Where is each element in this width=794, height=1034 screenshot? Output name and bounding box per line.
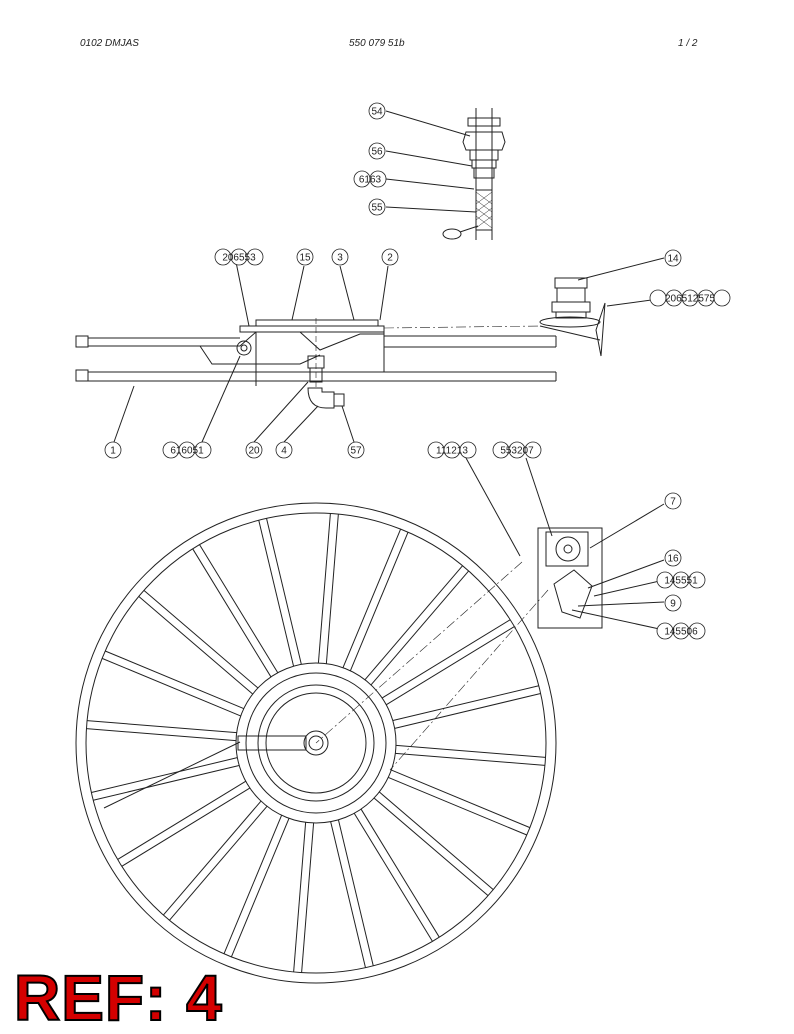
- wheel-spoke: [396, 744, 546, 758]
- wheel-spoke: [104, 650, 244, 710]
- callout-label: 15: [299, 253, 311, 264]
- callout-57: 57: [347, 441, 365, 459]
- wheel-spoke: [388, 776, 528, 836]
- wheel-spoke: [258, 520, 295, 667]
- callout-145551: 145551: [656, 571, 706, 589]
- callout-label: 616051: [170, 446, 204, 457]
- callout-2: 2: [381, 248, 399, 266]
- callout-label: 57: [350, 446, 362, 457]
- wheel-spoke: [386, 626, 515, 706]
- callout-9: 9: [664, 594, 682, 612]
- wheel-spoke: [330, 821, 366, 968]
- wheel-spoke: [223, 815, 283, 955]
- hose-assembly: [385, 108, 506, 240]
- callout-label: 3: [337, 253, 343, 264]
- wheel-spoke: [392, 685, 539, 722]
- callout-14: 14: [664, 249, 682, 267]
- callout-label: 55: [371, 203, 383, 214]
- header-page: 1 / 2: [678, 38, 698, 49]
- callout-145506: 145506: [656, 622, 706, 640]
- callout-label: 553207: [500, 446, 534, 457]
- wheel-spoke: [342, 528, 402, 668]
- reel-side-view: [75, 257, 667, 443]
- wheel-spoke: [370, 570, 470, 686]
- wheel-spoke: [192, 548, 272, 678]
- callout-4: 4: [275, 441, 293, 459]
- wheel-spoke: [143, 589, 259, 689]
- wheel-spoke: [364, 565, 463, 680]
- wheel-spoke: [86, 728, 236, 742]
- callout-label: 145551: [664, 576, 698, 587]
- callout-6163: 6163: [353, 170, 387, 188]
- wheel-spoke: [266, 518, 302, 665]
- callout-7: 7: [664, 492, 682, 510]
- callout-label: 6163: [359, 175, 382, 186]
- reel-wheel: [75, 457, 665, 984]
- wheel-spoke: [325, 514, 339, 664]
- wheel-spoke: [301, 823, 315, 973]
- callout-616051: 616051: [162, 441, 212, 459]
- callout-label: 1: [110, 446, 116, 457]
- wheel-spoke: [199, 544, 279, 673]
- wheel-spoke: [373, 797, 489, 897]
- wheel-spoke: [394, 693, 541, 729]
- callout-label: 111213: [436, 446, 468, 457]
- wheel-spoke: [162, 800, 262, 916]
- wheel-spoke: [379, 791, 494, 890]
- callout-label: 20: [248, 446, 260, 457]
- wheel-spoke: [93, 764, 240, 801]
- callout-label: 4: [281, 446, 287, 457]
- wheel-spoke: [169, 806, 268, 921]
- callout-label: 206512575: [665, 294, 715, 305]
- reference-label: REF: 4: [13, 962, 223, 1034]
- callout-label: 16: [667, 554, 679, 565]
- wheel-spoke: [117, 780, 246, 860]
- wheel-spoke: [337, 819, 374, 966]
- wheel-spoke: [87, 720, 237, 734]
- wheel-spoke: [317, 513, 331, 663]
- callout-label: 54: [371, 107, 383, 118]
- callout-111213: 111213: [427, 441, 477, 459]
- callout-label: 2: [387, 253, 393, 264]
- callout-label: 14: [667, 254, 679, 265]
- wheel-spoke: [121, 787, 251, 867]
- wheel-spoke: [360, 808, 440, 938]
- wheel-spoke: [230, 818, 290, 958]
- callout-206512575: 206512575: [649, 289, 731, 307]
- callout-15: 15: [296, 248, 314, 266]
- callout-56: 56: [368, 142, 386, 160]
- wheel-spoke: [91, 757, 238, 793]
- callout-1: 1: [104, 441, 122, 459]
- wheel-spoke: [349, 531, 409, 671]
- callout-label: 7: [670, 497, 676, 508]
- callout-3: 3: [331, 248, 349, 266]
- callout-16: 16: [664, 549, 682, 567]
- callout-label: 145506: [664, 627, 698, 638]
- wheel-spoke: [353, 813, 433, 942]
- wheel-spoke: [391, 769, 531, 829]
- callout-55: 55: [368, 198, 386, 216]
- header-center: 550 079 51b: [349, 38, 405, 49]
- header-left: 0102 DMJAS: [80, 38, 139, 49]
- callout-54: 54: [368, 102, 386, 120]
- callout-553207: 553207: [492, 441, 542, 459]
- callout-label: 206553: [222, 253, 256, 264]
- callout-206553: 206553: [214, 248, 264, 266]
- callout-label: 9: [670, 599, 676, 610]
- wheel-spoke: [381, 619, 511, 699]
- wheel-spoke: [293, 822, 307, 972]
- callout-20: 20: [245, 441, 263, 459]
- wheel-spoke: [395, 752, 545, 766]
- wheel-spoke: [101, 657, 241, 717]
- wheel-spoke: [138, 596, 253, 695]
- callout-label: 56: [371, 147, 383, 158]
